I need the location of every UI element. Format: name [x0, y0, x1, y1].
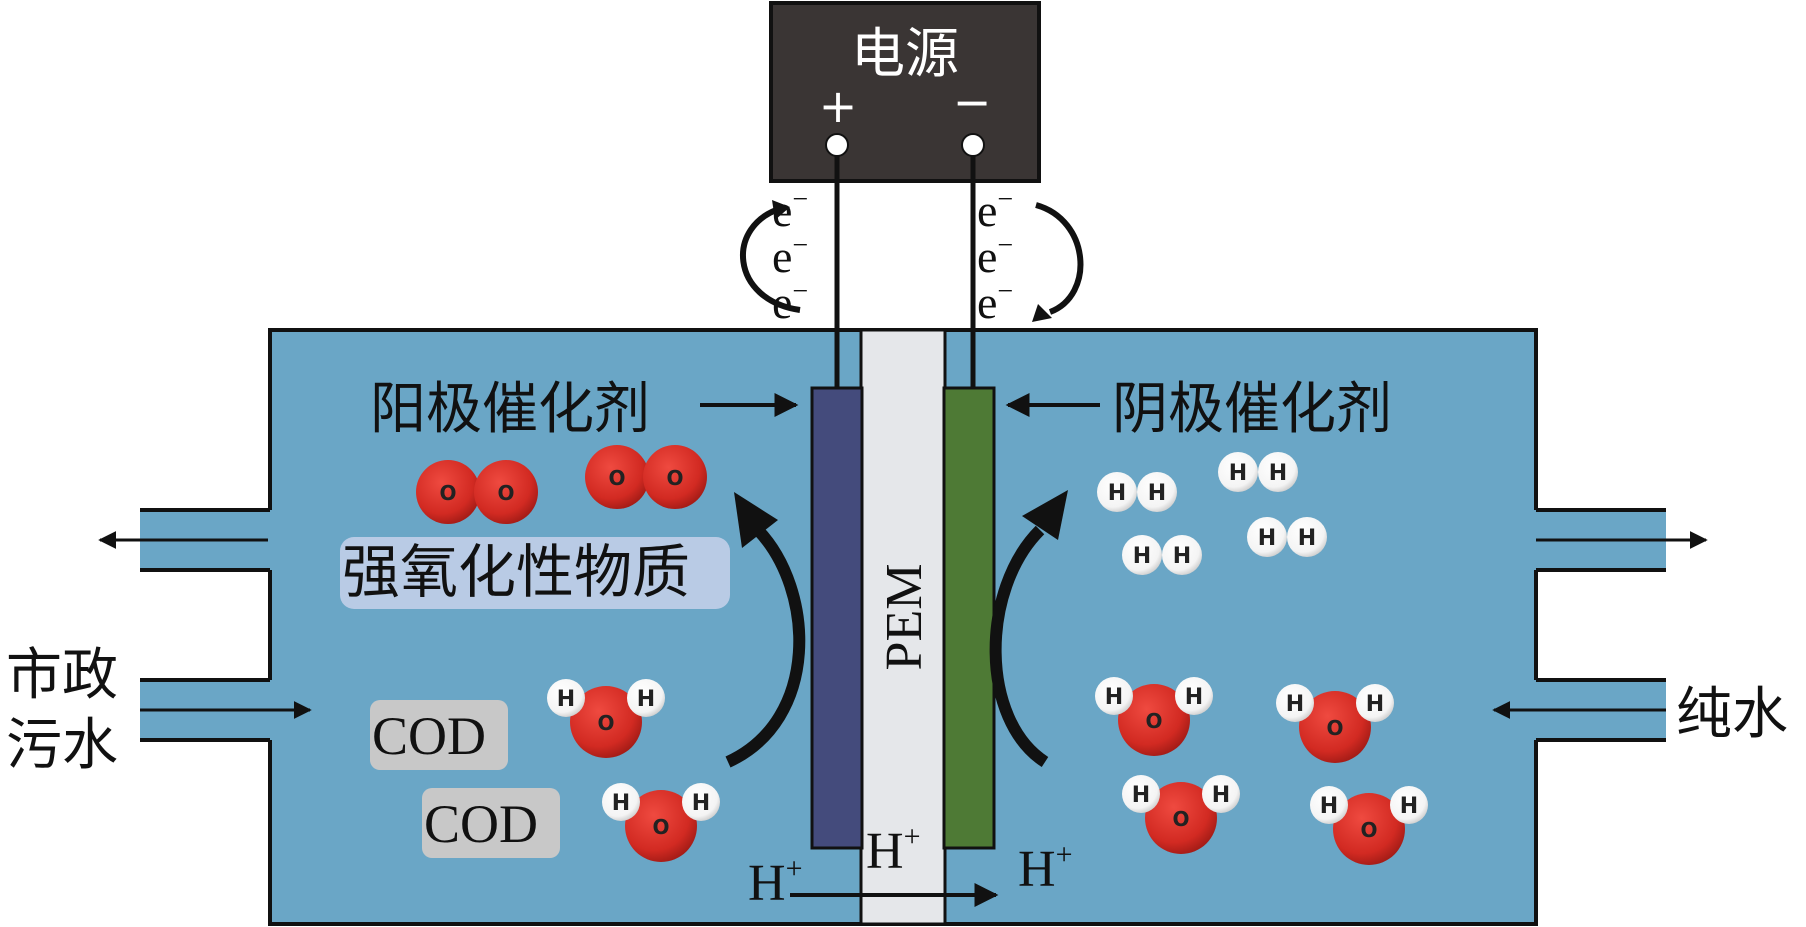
negative-terminal-label: − — [953, 75, 992, 129]
proton-label: H+ — [1018, 838, 1072, 898]
oxygen-molecule: O O — [416, 460, 538, 524]
hydrogen-molecule: H H — [1097, 472, 1177, 512]
cod-label-bg — [370, 700, 508, 770]
svg-text:H: H — [1258, 526, 1276, 551]
cathode-reaction-arrow — [989, 525, 1049, 768]
svg-text:H: H — [1108, 481, 1126, 506]
svg-text:H: H — [612, 791, 630, 816]
svg-text:O: O — [439, 481, 456, 505]
negative-terminal — [961, 133, 985, 157]
hydrogen-molecule: H H — [1247, 517, 1327, 557]
svg-text:H: H — [1212, 783, 1230, 808]
hydrogen-molecule: H H — [1218, 452, 1298, 492]
right-inlet-label: 纯水 — [1676, 682, 1788, 747]
svg-text:O: O — [597, 711, 614, 735]
electron-labels-right: e− e− e− — [977, 184, 1013, 328]
cathode-catalyst-label: 阴极催化剂 — [1112, 377, 1392, 442]
oxidant-label: 强氧化性物质 — [342, 538, 690, 606]
svg-text:O: O — [497, 481, 514, 505]
cod-label-bg — [422, 788, 560, 858]
wires — [834, 156, 976, 388]
svg-text:O: O — [608, 466, 625, 490]
oxidant-label-bg — [340, 537, 730, 609]
svg-text:H: H — [1105, 685, 1123, 710]
svg-text:H: H — [1269, 461, 1287, 486]
anode-reaction-arrow — [725, 525, 806, 768]
proton-labels: H+ H+ H+ — [748, 820, 1072, 912]
cod-label: COD — [372, 706, 486, 766]
cathode-electrode — [942, 386, 996, 850]
svg-text:H: H — [1173, 544, 1191, 569]
electron-labels-left: e− e− e− — [772, 184, 808, 328]
water-molecule: O H H — [602, 783, 720, 862]
electron-label: e− — [977, 276, 1013, 328]
svg-text:H: H — [1298, 526, 1316, 551]
hydrogen-molecule: H H — [1122, 535, 1202, 575]
water-molecule: O H H — [1122, 775, 1240, 854]
pem-membrane — [859, 328, 947, 926]
water-molecule: O H H — [1276, 684, 1394, 763]
left-inlet-label-line1: 市政 — [6, 643, 118, 708]
cell: PEM — [810, 328, 996, 926]
svg-text:H: H — [1400, 794, 1418, 819]
left-electron-arrow — [740, 205, 801, 313]
cod-label: COD — [424, 794, 538, 854]
svg-text:H: H — [1133, 544, 1151, 569]
svg-text:H: H — [1320, 794, 1338, 819]
svg-text:H: H — [1185, 685, 1203, 710]
power-supply-box — [769, 1, 1041, 183]
water-molecule: O H H — [1095, 677, 1213, 756]
svg-text:O: O — [1326, 716, 1343, 740]
svg-text:H: H — [557, 687, 575, 712]
power-supply: 电源 + − — [769, 1, 1041, 183]
svg-text:H: H — [1132, 783, 1150, 808]
svg-text:H: H — [637, 687, 655, 712]
oxygen-molecule: O O — [585, 445, 707, 509]
cod-labels: COD COD — [370, 700, 560, 858]
right-electron-arrow — [1035, 202, 1084, 315]
proton-label: H+ — [866, 820, 920, 880]
svg-text:O: O — [666, 466, 683, 490]
svg-text:O: O — [652, 815, 669, 839]
svg-text:H: H — [1286, 692, 1304, 717]
proton-label: H+ — [748, 852, 802, 912]
oxidant-label-group: 强氧化性物质 — [340, 537, 730, 609]
electron-flow-arrows — [740, 200, 1084, 322]
inlet-labels: 市政 污水 纯水 — [6, 643, 1788, 778]
anode-electrode — [810, 386, 864, 850]
catalyst-labels: 阳极催化剂 阴极催化剂 — [370, 377, 1392, 442]
svg-text:H: H — [1366, 692, 1384, 717]
electron-label: e− — [977, 230, 1013, 282]
anode-catalyst-label: 阳极催化剂 — [370, 377, 650, 442]
svg-text:O: O — [1172, 807, 1189, 831]
flow-arrows — [98, 531, 1708, 719]
svg-text:O: O — [1145, 709, 1162, 733]
water-molecule: O H H — [1310, 786, 1428, 865]
svg-text:H: H — [692, 791, 710, 816]
svg-text:H: H — [1148, 481, 1166, 506]
water-molecule: O H H — [547, 679, 665, 758]
svg-text:H: H — [1229, 461, 1247, 486]
pem-label: PEM — [876, 564, 933, 671]
electron-label: e− — [772, 230, 808, 282]
reaction-arrows — [725, 490, 1068, 768]
positive-terminal-label: + — [819, 79, 858, 133]
svg-text:O: O — [1360, 818, 1377, 842]
power-supply-label: 电源 — [851, 22, 959, 85]
electron-label: e− — [977, 184, 1013, 236]
positive-terminal — [825, 133, 849, 157]
left-inlet-label-line2: 污水 — [6, 713, 118, 778]
